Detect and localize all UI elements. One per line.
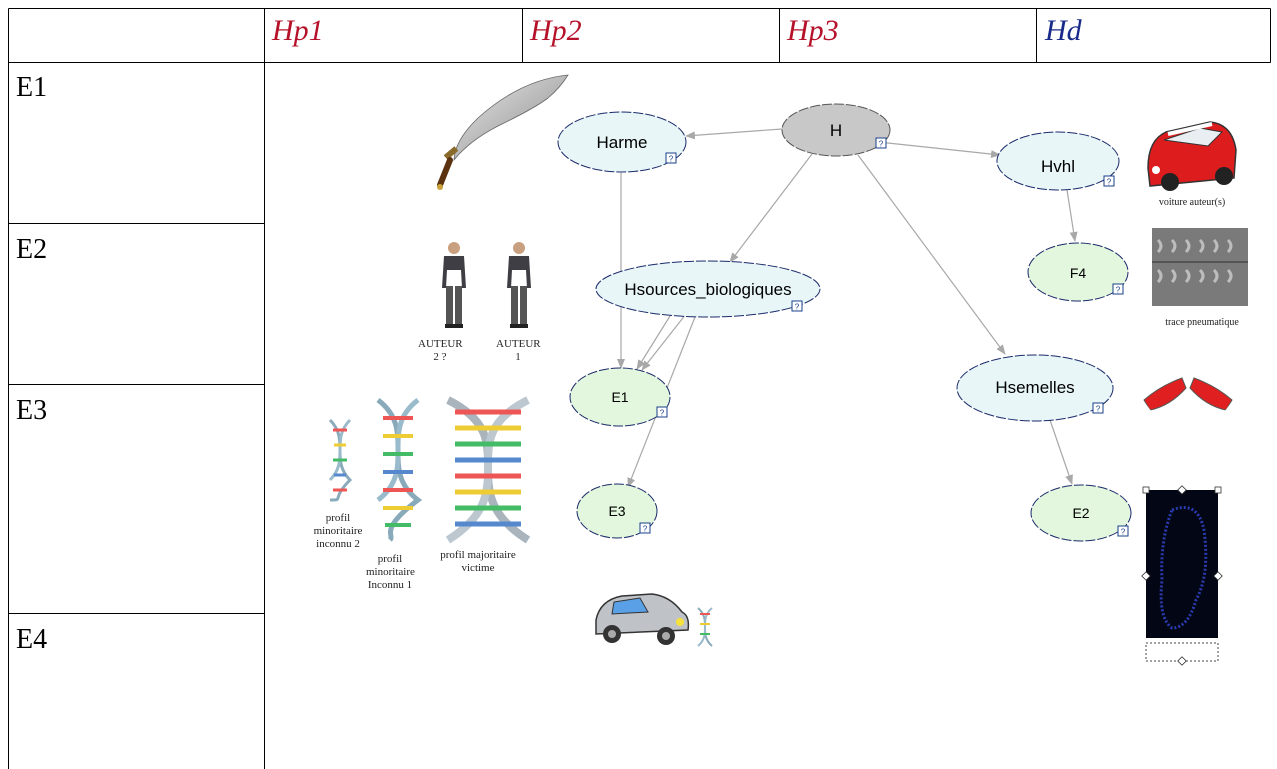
sword-icon [437, 74, 569, 190]
help-icon: ? [879, 140, 884, 149]
row-label-e4: E4 [16, 624, 48, 655]
caption-profil-victime: profil majoritaire victime [440, 549, 516, 574]
node-e2-label: E2 [1072, 505, 1089, 521]
edge-hsemelles-e2 [1049, 419, 1073, 485]
dna-icon [445, 396, 531, 544]
person-icon [507, 242, 531, 328]
column-header-hp1: Hp1 [272, 14, 324, 47]
help-icon: ? [669, 155, 674, 164]
help-icon: ? [795, 303, 800, 312]
tire-trace-icon [1152, 228, 1248, 306]
help-icon: ? [1096, 405, 1101, 414]
caption-voiture: voiture auteur(s) [1158, 197, 1226, 208]
car-icon [1147, 121, 1237, 191]
node-hsources-label: Hsources_biologiques [624, 280, 791, 299]
node-hsemelles-label: Hsemelles [995, 378, 1074, 397]
dna-icon [697, 607, 713, 647]
edge-h-harme [685, 128, 783, 140]
caption-auteur2: AUTEUR 2 ? [418, 338, 463, 363]
node-e3[interactable]: E3 ? [576, 483, 658, 539]
network-edges [617, 128, 1078, 488]
node-harme[interactable]: Harme ? [557, 111, 687, 173]
node-f4[interactable]: F4 ? [1027, 242, 1129, 302]
edge-h-hsemelles [857, 154, 1006, 355]
node-f4-label: F4 [1070, 265, 1087, 281]
node-h-label: H [830, 121, 842, 140]
node-hvhl-label: Hvhl [1041, 157, 1075, 176]
node-e1-label: E1 [611, 389, 628, 405]
node-h[interactable]: H ? [781, 103, 891, 157]
column-header-hp2: Hp2 [530, 14, 582, 47]
node-e1[interactable]: E1 ? [569, 367, 671, 427]
node-hvhl[interactable]: Hvhl ? [996, 131, 1120, 191]
person-icon [442, 242, 466, 328]
caption-trace: trace pneumatique [1165, 317, 1239, 328]
edge-hvhl-f4 [1066, 189, 1078, 242]
node-e2[interactable]: E2 ? [1030, 484, 1132, 542]
edge-hsources-e1-a [636, 315, 671, 370]
help-icon: ? [643, 525, 648, 534]
edge-h-hsources [729, 153, 813, 263]
caption-profil-inconnu2: profil minoritaire inconnu 2 [313, 512, 363, 550]
node-e3-label: E3 [608, 503, 625, 519]
row-label-e2: E2 [16, 234, 48, 265]
dna-icon [328, 418, 353, 502]
help-icon: ? [1107, 178, 1112, 187]
help-icon: ? [660, 409, 665, 418]
shoeprint-icon[interactable] [1141, 485, 1223, 666]
help-icon: ? [1116, 286, 1121, 295]
node-harme-label: Harme [596, 133, 647, 152]
caption-auteur1: AUTEUR 1 [496, 338, 541, 363]
caption-profil-inconnu1: profil minoritaire Inconnu 1 [366, 553, 415, 591]
column-header-hd: Hd [1045, 14, 1082, 47]
row-label-e3: E3 [16, 395, 48, 426]
car-icon [595, 593, 690, 645]
help-icon: ? [1121, 528, 1126, 537]
node-hsemelles[interactable]: Hsemelles ? [956, 354, 1114, 422]
edge-hsources-e1-b [641, 313, 687, 371]
column-header-hp3: Hp3 [787, 14, 839, 47]
row-label-e1: E1 [16, 72, 48, 103]
dna-icon [376, 398, 423, 542]
node-hsources-biologiques[interactable]: Hsources_biologiques ? [595, 260, 821, 318]
sneakers-icon [1142, 377, 1234, 413]
